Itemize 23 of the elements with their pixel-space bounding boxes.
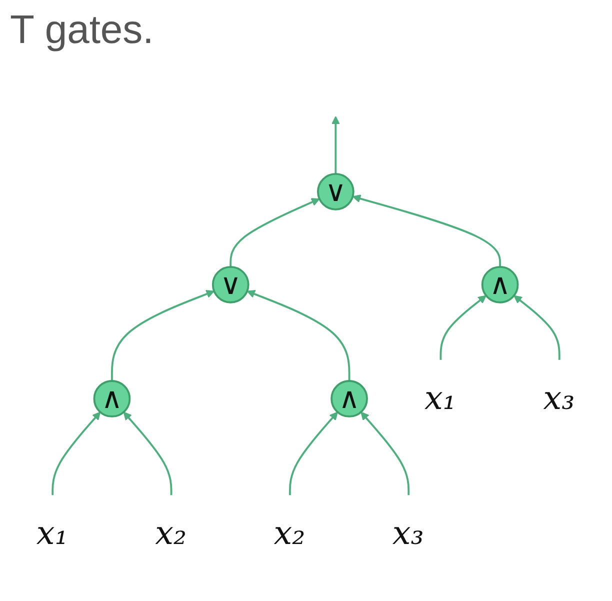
arrow xyxy=(289,412,338,496)
arrow xyxy=(52,412,101,496)
node-circle: ∨ xyxy=(316,173,354,211)
node-circle: ∧ xyxy=(330,380,368,418)
node-text: x₂ xyxy=(155,514,187,553)
arrow xyxy=(440,295,486,360)
node-circle: ∧ xyxy=(93,380,131,418)
node-text: x₃ xyxy=(543,379,575,418)
arrow xyxy=(123,412,172,496)
arrow xyxy=(514,295,560,360)
arrow xyxy=(352,194,501,268)
arrow xyxy=(246,290,350,382)
node-circle: ∧ xyxy=(481,266,519,304)
node-text: x₃ xyxy=(392,514,424,553)
node-text: x₁ xyxy=(424,379,456,418)
slide-text: T gates. xyxy=(10,8,154,53)
node-circle: ∨ xyxy=(212,266,250,304)
node-text: x₁ xyxy=(36,514,68,553)
node-text: x₂ xyxy=(274,514,306,553)
arrow xyxy=(331,116,340,174)
arrow xyxy=(230,198,320,268)
arrow xyxy=(111,290,214,382)
arrow xyxy=(360,412,410,496)
